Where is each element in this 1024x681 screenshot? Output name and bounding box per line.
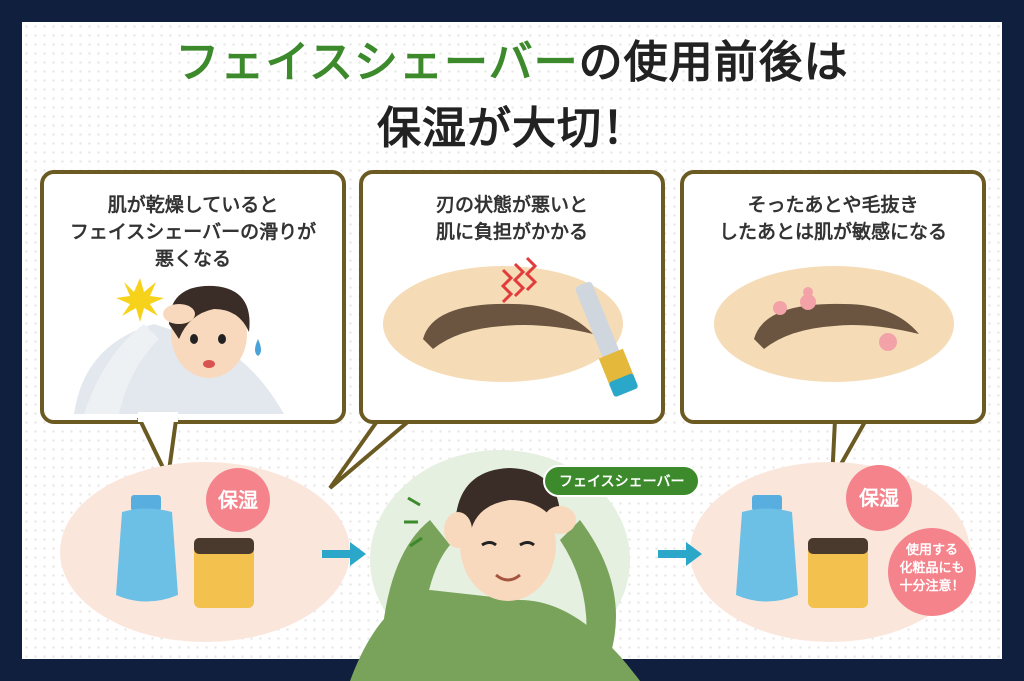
title-highlight: フェイスシェーバー	[175, 37, 579, 88]
caution-note: 使用する 化粧品にも 十分注意！	[888, 528, 976, 616]
panel-dry-skin-text: 肌が乾燥していると フェイスシェーバーの滑りが 悪くなる	[44, 192, 342, 273]
cream-jar-icon	[194, 538, 254, 608]
dry-skin-man-illustration	[74, 278, 284, 414]
panel-dry-skin: 肌が乾燥していると フェイスシェーバーの滑りが 悪くなる	[40, 170, 346, 424]
panel-1-line-1: 肌が乾燥していると	[107, 194, 279, 216]
panel-blade-condition: 刃の状態が悪いと 肌に負担がかかる	[359, 170, 665, 424]
lotion-bottle-icon-right	[736, 508, 798, 602]
caution-note-line-2: 化粧品にも	[899, 561, 965, 576]
caution-note-line-3: 十分注意！	[899, 579, 965, 594]
lotion-bottle-icon	[116, 508, 178, 602]
face-shaver-label: フェイスシェーバー	[543, 465, 701, 497]
caution-note-line-1: 使用する	[905, 543, 958, 558]
panel-2-line-1: 刃の状態が悪いと	[435, 194, 588, 216]
panel-sensitive-skin: そったあとや毛抜き したあとは肌が敏感になる	[680, 170, 986, 424]
panel-1-line-3: 悪くなる	[154, 248, 231, 270]
panel-2-line-2: 肌に負担がかかる	[435, 221, 588, 243]
panel-3-line-2: したあとは肌が敏感になる	[718, 221, 947, 243]
panel-3-line-1: そったあとや毛抜き	[747, 194, 919, 216]
title-line1-rest: の使用前後は	[578, 37, 849, 88]
panel-1-line-2: フェイスシェーバーの滑りが	[69, 221, 317, 243]
panel-blade-condition-text: 刃の状態が悪いと 肌に負担がかかる	[363, 192, 661, 246]
moisturize-badge-left: 保湿	[206, 468, 270, 532]
page-title: フェイスシェーバーの使用前後は 保湿が大切！	[0, 30, 1024, 162]
arrow-right-icon-2	[658, 542, 702, 566]
arrow-right-icon-1	[322, 542, 366, 566]
panel-sensitive-skin-text: そったあとや毛抜き したあとは肌が敏感になる	[684, 192, 982, 246]
sensitive-eyebrow-illustration	[714, 266, 954, 382]
cream-jar-icon-right	[808, 538, 868, 608]
title-line2: 保湿が大切！	[377, 103, 647, 154]
moisturize-badge-right: 保湿	[846, 465, 912, 531]
sparkle-icon	[116, 278, 164, 322]
eyebrow-shaver-illustration	[383, 256, 638, 397]
